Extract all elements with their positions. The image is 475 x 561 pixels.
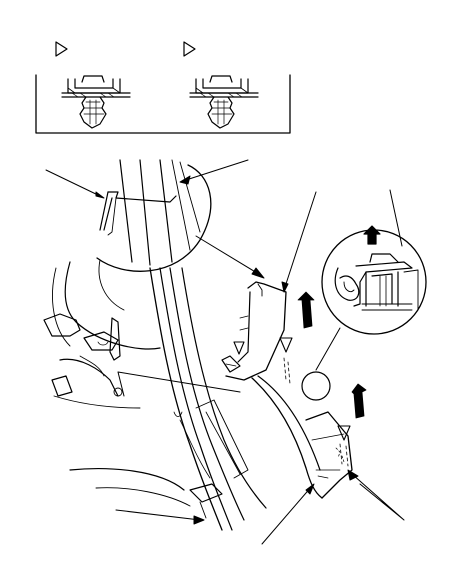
callout-line-3 (283, 191, 317, 291)
callout-line-9 (261, 485, 313, 545)
seal-circle-feature (301, 371, 331, 401)
callout-line-6 (315, 327, 341, 371)
fender-body (52, 259, 223, 519)
windshield-pillar (149, 267, 267, 531)
engine-bay-parts (43, 313, 141, 409)
triangle-pointer-icon (233, 337, 351, 467)
callout-line-5 (195, 235, 263, 277)
callout-line-2 (185, 159, 249, 181)
weatherstrip-section-circle (321, 229, 427, 335)
arrow-up-icon (297, 291, 367, 419)
callout-lines (45, 159, 405, 545)
pillar-trim-panel (221, 281, 287, 381)
inset-triangle-marker-left (55, 41, 68, 57)
pillar-detail-bubble (96, 159, 212, 272)
callout-line-1 (45, 169, 101, 197)
clip-fastener-left (61, 75, 131, 129)
weatherstrip-lower-section (251, 375, 353, 499)
clip-inset-box (35, 74, 291, 134)
inset-triangle-marker-right (183, 41, 196, 57)
callout-line-10 (351, 473, 405, 521)
clip-fastener-right (189, 75, 259, 129)
callout-line-8 (115, 509, 201, 521)
callout-line-7 (117, 371, 241, 397)
callout-line-4 (389, 189, 403, 247)
arrow-up-icon (363, 225, 381, 245)
